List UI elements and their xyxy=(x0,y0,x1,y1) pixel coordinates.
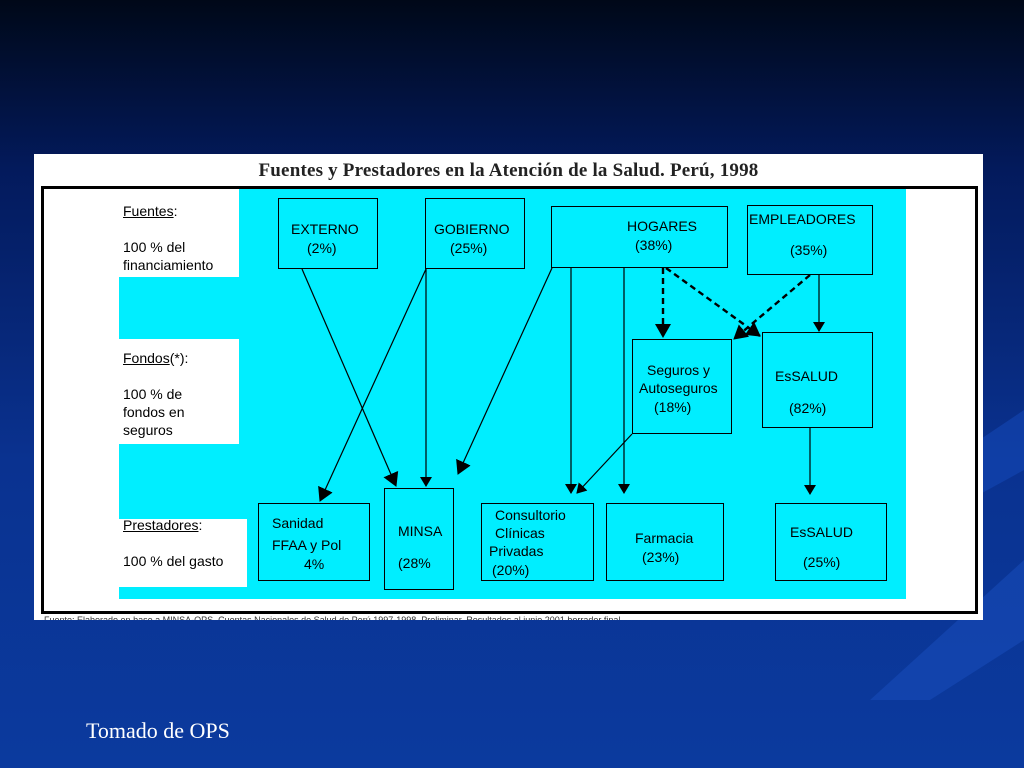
source-gobierno-box: GOBIERNO (25%) xyxy=(425,198,525,269)
fund-essalud-pct: (82%) xyxy=(789,400,827,416)
sanidad-line2: FFAA y Pol xyxy=(272,537,342,553)
provider-farmacia-box: Farmacia (23%) xyxy=(606,503,724,581)
arrow-hogares-minsa xyxy=(456,267,553,475)
fuentes-label: Fuentes: 100 % del financiamiento xyxy=(123,202,213,274)
fondos-line3: seguros xyxy=(123,422,173,438)
prestadores-line1: 100 % del gasto xyxy=(123,553,224,569)
empleadores-name: EMPLEADORES xyxy=(749,211,856,227)
fondos-label: Fondos(*): 100 % de fondos en seguros xyxy=(123,349,188,439)
seguros-line1: Seguros y xyxy=(647,362,711,378)
provider-essalud-name: EsSALUD xyxy=(790,524,854,540)
empleadores-pct: (35%) xyxy=(790,242,828,258)
fuentes-heading: Fuentes xyxy=(123,203,174,219)
minsa-pct: (28% xyxy=(398,555,431,571)
arrow-hogares-fund-essalud xyxy=(665,267,761,337)
seguros-pct: (18%) xyxy=(654,399,692,415)
externo-pct: (2%) xyxy=(307,240,337,256)
diagram-frame: Fuentes: 100 % del financiamiento Fondos… xyxy=(41,186,978,614)
minsa-name: MINSA xyxy=(398,523,443,539)
externo-name: EXTERNO xyxy=(291,221,359,237)
fondos-line1: 100 % de xyxy=(123,386,183,402)
provider-minsa-box: MINSA (28% xyxy=(384,488,454,590)
source-hogares-box: HOGARES (38%) xyxy=(551,206,728,268)
fuentes-line2: financiamiento xyxy=(123,257,214,273)
farmacia-name: Farmacia xyxy=(635,530,694,546)
arrow-seguros-consultorio xyxy=(576,433,633,494)
prestadores-label: Prestadores: 100 % del gasto xyxy=(123,516,223,570)
hogares-name: HOGARES xyxy=(627,218,698,234)
arrow-externo-minsa xyxy=(301,268,399,487)
diagram-panel: Fuentes y Prestadores en la Atención de … xyxy=(34,154,983,620)
flow-arrows xyxy=(301,267,825,502)
prestadores-label-bg xyxy=(119,519,247,587)
provider-essalud-pct: (25%) xyxy=(803,554,841,570)
provider-consultorio-box: Consultorio Clínicas Privadas (20%) xyxy=(481,503,594,581)
fuentes-line1: 100 % del xyxy=(123,239,186,255)
provider-essalud-box: EsSALUD (25%) xyxy=(775,503,887,581)
consultorio-line2: Clínicas xyxy=(495,525,545,541)
gobierno-pct: (25%) xyxy=(450,240,488,256)
fuentes-label-bg xyxy=(119,189,239,277)
consultorio-line1: Consultorio xyxy=(495,507,566,523)
fondos-label-bg xyxy=(119,339,239,444)
consultorio-line3: Privadas xyxy=(489,543,544,559)
fondos-heading: Fondos xyxy=(123,350,170,366)
source-externo-box: EXTERNO (2%) xyxy=(278,198,378,269)
provider-sanidad-box: Sanidad FFAA y Pol 4% xyxy=(258,503,370,581)
source-note: Fuente: Elaborado en base a MINSA-OPS. C… xyxy=(44,615,623,620)
prestadores-colon: : xyxy=(198,517,203,533)
prestadores-heading: Prestadores xyxy=(123,517,199,533)
consultorio-pct: (20%) xyxy=(492,562,530,578)
credit-caption: Tomado de OPS xyxy=(86,718,230,743)
farmacia-pct: (23%) xyxy=(642,549,680,565)
arrow-gobierno-sanidad xyxy=(318,268,427,502)
fondos-line2: fondos en xyxy=(123,404,185,420)
diagram-title: Fuentes y Prestadores en la Atención de … xyxy=(258,160,759,181)
fuentes-colon: : xyxy=(173,203,178,219)
gobierno-name: GOBIERNO xyxy=(434,221,510,237)
sanidad-pct: 4% xyxy=(304,556,325,572)
arrow-empleadores-seguros xyxy=(733,274,811,340)
seguros-line2: Autoseguros xyxy=(639,380,718,396)
fund-essalud-name: EsSALUD xyxy=(775,368,839,384)
fund-essalud-box: EsSALUD (82%) xyxy=(762,332,873,428)
hogares-pct: (38%) xyxy=(635,237,673,253)
fund-seguros-box: Seguros y Autoseguros (18%) xyxy=(632,339,732,434)
fondos-suffix: (*): xyxy=(169,350,189,366)
sanidad-line1: Sanidad xyxy=(272,515,324,531)
source-empleadores-box: EMPLEADORES (35%) xyxy=(747,205,873,275)
